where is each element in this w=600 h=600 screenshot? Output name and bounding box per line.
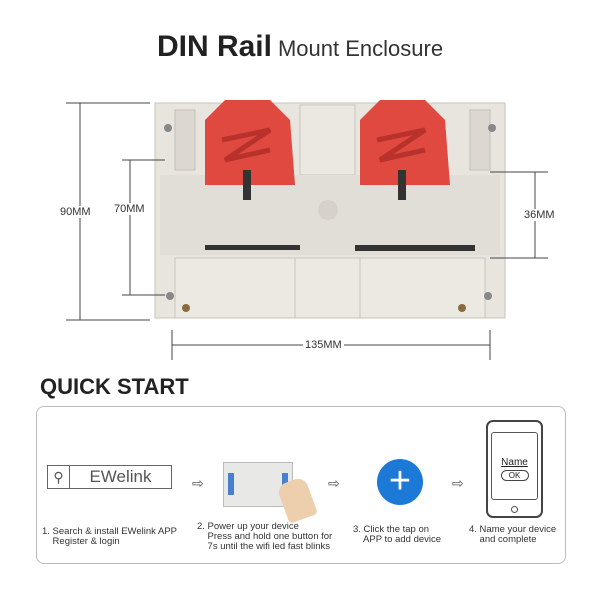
phone-ok-button: OK xyxy=(500,470,529,481)
arrow-right-icon: ⇨ xyxy=(192,475,204,491)
step-2-caption: 2. Power up your device Press and hold o… xyxy=(197,521,333,552)
search-bar-illustration: ⚲ EWelink xyxy=(47,465,172,489)
dim-height-right: 36MM xyxy=(522,209,557,221)
title-normal: Mount Enclosure xyxy=(277,36,444,61)
phone-illustration: Name OK xyxy=(486,420,543,518)
phone-name-label: Name xyxy=(501,457,528,468)
title-bold: DIN Rail xyxy=(156,30,272,63)
dim-width: 135MM xyxy=(303,339,344,351)
dim-height-total: 90MM xyxy=(58,206,93,218)
dim-height-inner: 70MM xyxy=(112,203,147,215)
step-1-caption: 1. Search & install EWelink APP Register… xyxy=(42,526,177,547)
add-plus-icon: + xyxy=(377,459,423,505)
din-clip-left xyxy=(205,100,295,200)
step-4-caption: 4. Name your device and complete xyxy=(469,524,557,545)
arrow-right-icon: ⇨ xyxy=(452,475,464,491)
enclosure-drawing xyxy=(66,100,548,360)
step-3-caption: 3. Click the tap on APP to add device xyxy=(353,524,442,545)
quick-start-panel xyxy=(36,406,566,564)
arrow-right-icon: ⇨ xyxy=(328,475,340,491)
search-text: EWelink xyxy=(89,467,152,486)
din-clip-right xyxy=(360,100,450,200)
search-icon: ⚲ xyxy=(48,466,70,488)
quick-start-heading: QUICK START xyxy=(40,374,189,399)
